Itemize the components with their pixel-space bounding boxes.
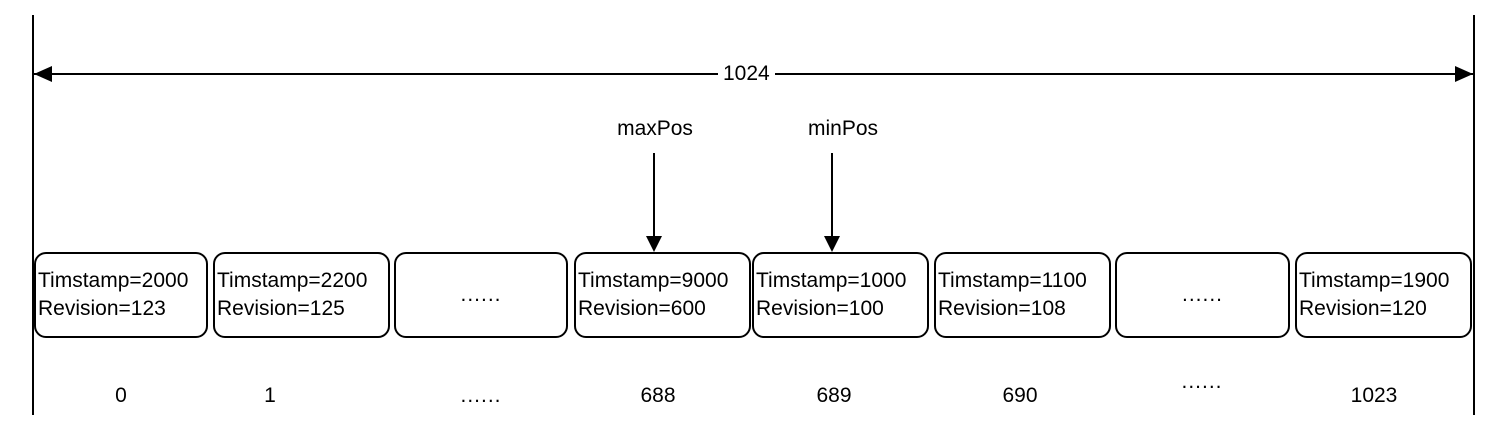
buffer-slot-ellipsis: ......: [394, 252, 568, 338]
slot-index-label: 1: [264, 384, 276, 407]
slot-index-label-ellipsis: ......: [1181, 370, 1223, 393]
slot-ellipsis-text: ......: [1181, 283, 1223, 306]
pointer-stem-minpos: [831, 153, 833, 237]
buffer-slot[interactable]: Timstamp=1900 Revision=120: [1295, 252, 1472, 338]
pointer-arrowhead-minpos-icon: [824, 236, 840, 252]
slot-revision: Revision=600: [578, 297, 706, 320]
pointer-label-minpos: minPos: [807, 117, 879, 140]
slot-revision: Revision=123: [38, 297, 166, 320]
array-start-boundary: [32, 15, 34, 415]
slot-index-label: 689: [816, 384, 852, 407]
dimension-arrow-right-icon: [1455, 66, 1473, 82]
slot-revision: Revision=125: [217, 297, 345, 320]
slot-index-label: 690: [1002, 384, 1038, 407]
slot-timestamp: Timstamp=2000: [38, 269, 189, 292]
buffer-slot[interactable]: Timstamp=1100 Revision=108: [934, 252, 1111, 338]
buffer-slot[interactable]: Timstamp=1000 Revision=100: [752, 252, 929, 338]
buffer-slot[interactable]: Timstamp=9000 Revision=600: [574, 252, 751, 338]
slot-revision: Revision=100: [756, 297, 884, 320]
slot-index-label-ellipsis: ......: [460, 384, 502, 407]
buffer-slot-ellipsis: ......: [1115, 252, 1290, 338]
dimension-arrow-left-icon: [34, 66, 52, 82]
pointer-arrowhead-maxpos-icon: [646, 236, 662, 252]
slot-index-label: 0: [115, 384, 127, 407]
slot-revision: Revision=120: [1299, 297, 1427, 320]
buffer-slot[interactable]: Timstamp=2000 Revision=123: [34, 252, 208, 338]
slot-timestamp: Timstamp=1000: [756, 269, 907, 292]
pointer-label-maxpos: maxPos: [617, 117, 693, 140]
slot-ellipsis-text: ......: [460, 283, 502, 306]
slot-revision: Revision=108: [938, 297, 1066, 320]
pointer-stem-maxpos: [653, 153, 655, 237]
buffer-slot[interactable]: Timstamp=2200 Revision=125: [213, 252, 390, 338]
slot-timestamp: Timstamp=1900: [1299, 269, 1450, 292]
slot-index-label: 688: [640, 384, 676, 407]
slot-index-label: 1023: [1350, 384, 1398, 407]
slot-timestamp: Timstamp=2200: [217, 269, 368, 292]
array-end-boundary: [1473, 15, 1475, 415]
slot-timestamp: Timstamp=9000: [578, 269, 729, 292]
slot-timestamp: Timstamp=1100: [938, 269, 1087, 292]
total-width-label: 1024: [718, 63, 775, 84]
